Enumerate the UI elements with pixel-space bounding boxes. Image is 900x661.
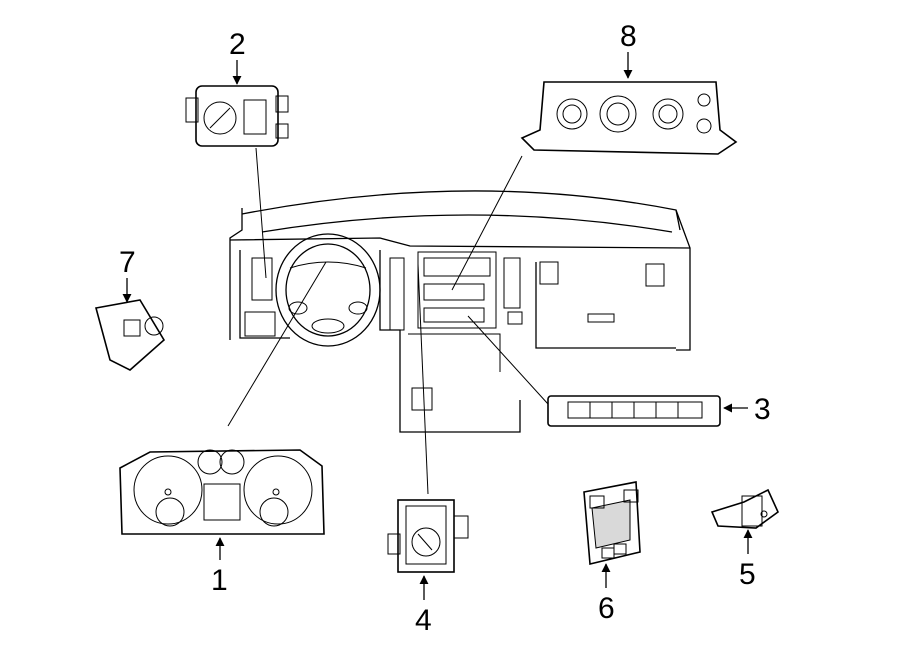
- bracket-part: [583, 481, 641, 565]
- climate-control-part: [520, 81, 738, 155]
- callout-4: 4: [415, 604, 432, 637]
- instrument-panel: [229, 190, 691, 433]
- callout-8: 8: [620, 20, 637, 53]
- callout-6: 6: [598, 592, 615, 625]
- callout-2: 2: [229, 28, 246, 61]
- leader-lines: [227, 147, 549, 495]
- dimmer-switch-part: [387, 499, 469, 573]
- switch-part-7: [95, 299, 166, 371]
- callout-5: 5: [739, 558, 756, 591]
- callout-7: 7: [119, 246, 136, 279]
- arrow-icon: [122, 52, 753, 600]
- instrument-cluster-part: [119, 449, 325, 535]
- callout-3: 3: [754, 393, 771, 426]
- switch-bank-part: [547, 395, 721, 427]
- callout-1: 1: [211, 564, 228, 597]
- sensor-part: [710, 488, 779, 529]
- headlamp-switch-part: [185, 85, 289, 147]
